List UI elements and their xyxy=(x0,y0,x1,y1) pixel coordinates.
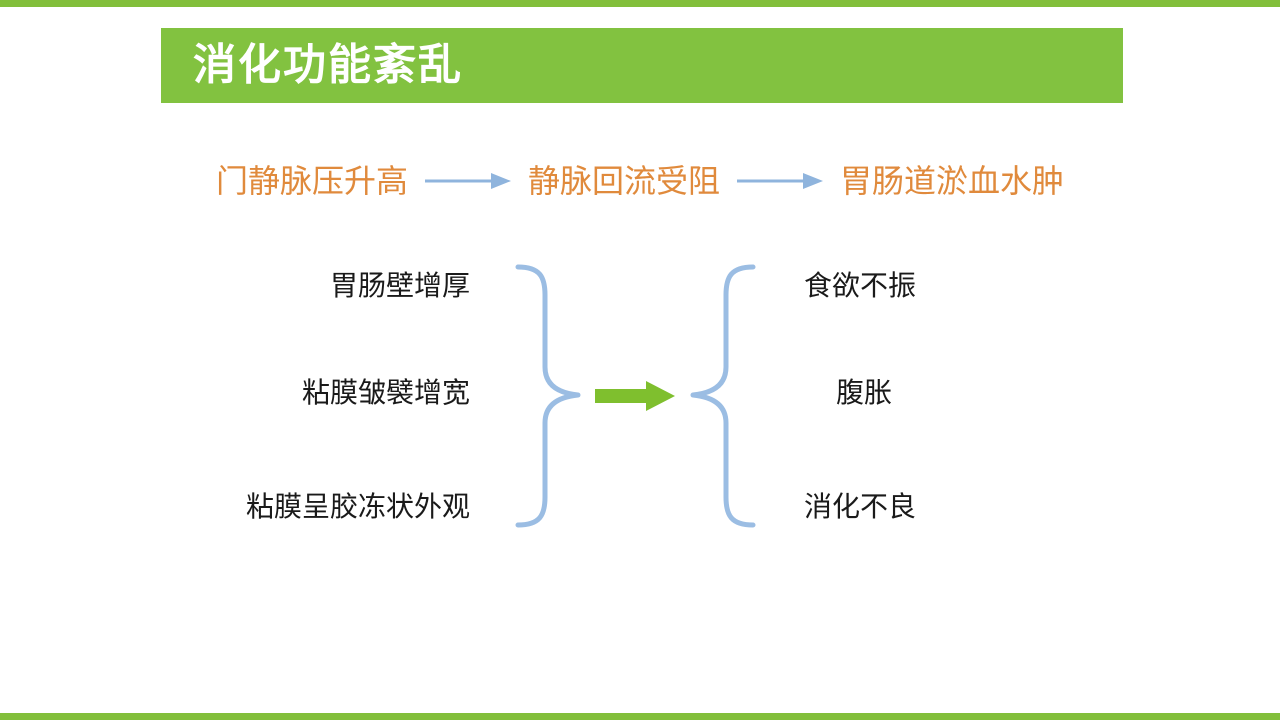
brace-arrow-group xyxy=(500,255,780,540)
top-accent-bar xyxy=(0,0,1280,7)
finding-left-1: 粘膜皱襞增宽 xyxy=(301,377,470,408)
bottom-accent-bar xyxy=(0,713,1280,720)
page-title: 消化功能紊乱 xyxy=(193,41,463,89)
left-curly-brace-icon xyxy=(690,264,756,528)
title-banner: 消化功能紊乱 xyxy=(161,28,1123,103)
chain-node-2: 胃肠道淤血水肿 xyxy=(840,163,1065,199)
chain-node-1: 静脉回流受阻 xyxy=(527,163,720,199)
arrow-right-icon xyxy=(737,173,823,189)
finding-right-1: 腹胀 xyxy=(836,377,893,408)
right-curly-brace-icon xyxy=(515,264,581,528)
finding-left-2: 粘膜呈胶冻状外观 xyxy=(245,491,470,522)
finding-right-0: 食欲不振 xyxy=(804,270,917,301)
causal-chain-row: 门静脉压升高 静脉回流受阻 胃肠道淤血水肿 xyxy=(0,157,1280,205)
arrow-right-icon xyxy=(424,173,511,189)
green-block-arrow-right-icon xyxy=(595,381,675,411)
chain-node-0: 门静脉压升高 xyxy=(215,163,408,199)
finding-left-0: 胃肠壁增厚 xyxy=(329,270,470,301)
finding-right-2: 消化不良 xyxy=(804,491,917,522)
